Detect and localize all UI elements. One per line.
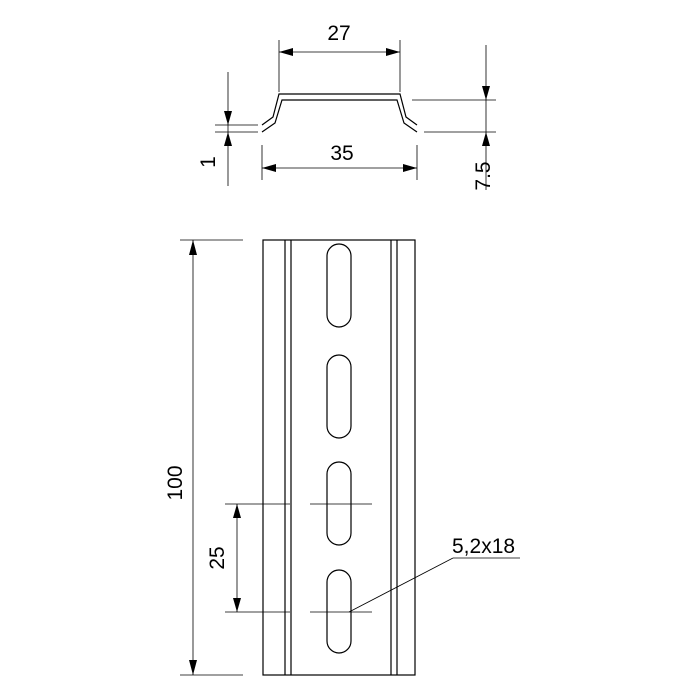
dimension-thickness: 1 — [197, 72, 258, 186]
slots — [326, 243, 352, 654]
dimension-length-label: 100 — [164, 465, 187, 500]
profile-view: 27 35 1 7.5 — [197, 22, 496, 191]
plan-view — [262, 239, 416, 676]
slot — [326, 461, 352, 546]
dimension-height: 7.5 — [412, 45, 496, 191]
dimension-thickness-label: 1 — [197, 156, 220, 168]
profile-outline — [261, 99, 418, 133]
dimension-base-width: 35 — [261, 142, 418, 180]
slot — [326, 243, 352, 328]
dimension-slot-size-label: 5,2x18 — [452, 535, 515, 558]
rail-outline — [262, 239, 416, 676]
slot — [326, 354, 352, 439]
dimension-slot-pitch-label: 25 — [206, 546, 229, 569]
profile-inner-outline — [261, 93, 418, 126]
dimension-top-width: 27 — [278, 22, 401, 92]
dimension-slot-pitch: 25 — [206, 503, 290, 613]
dimension-top-width-label: 27 — [327, 22, 350, 45]
dimension-slot-size: 5,2x18 — [348, 535, 520, 613]
dimension-height-label: 7.5 — [472, 161, 495, 190]
dimension-length: 100 — [164, 239, 243, 676]
dimension-base-width-label: 35 — [330, 142, 353, 165]
slot — [326, 569, 352, 654]
